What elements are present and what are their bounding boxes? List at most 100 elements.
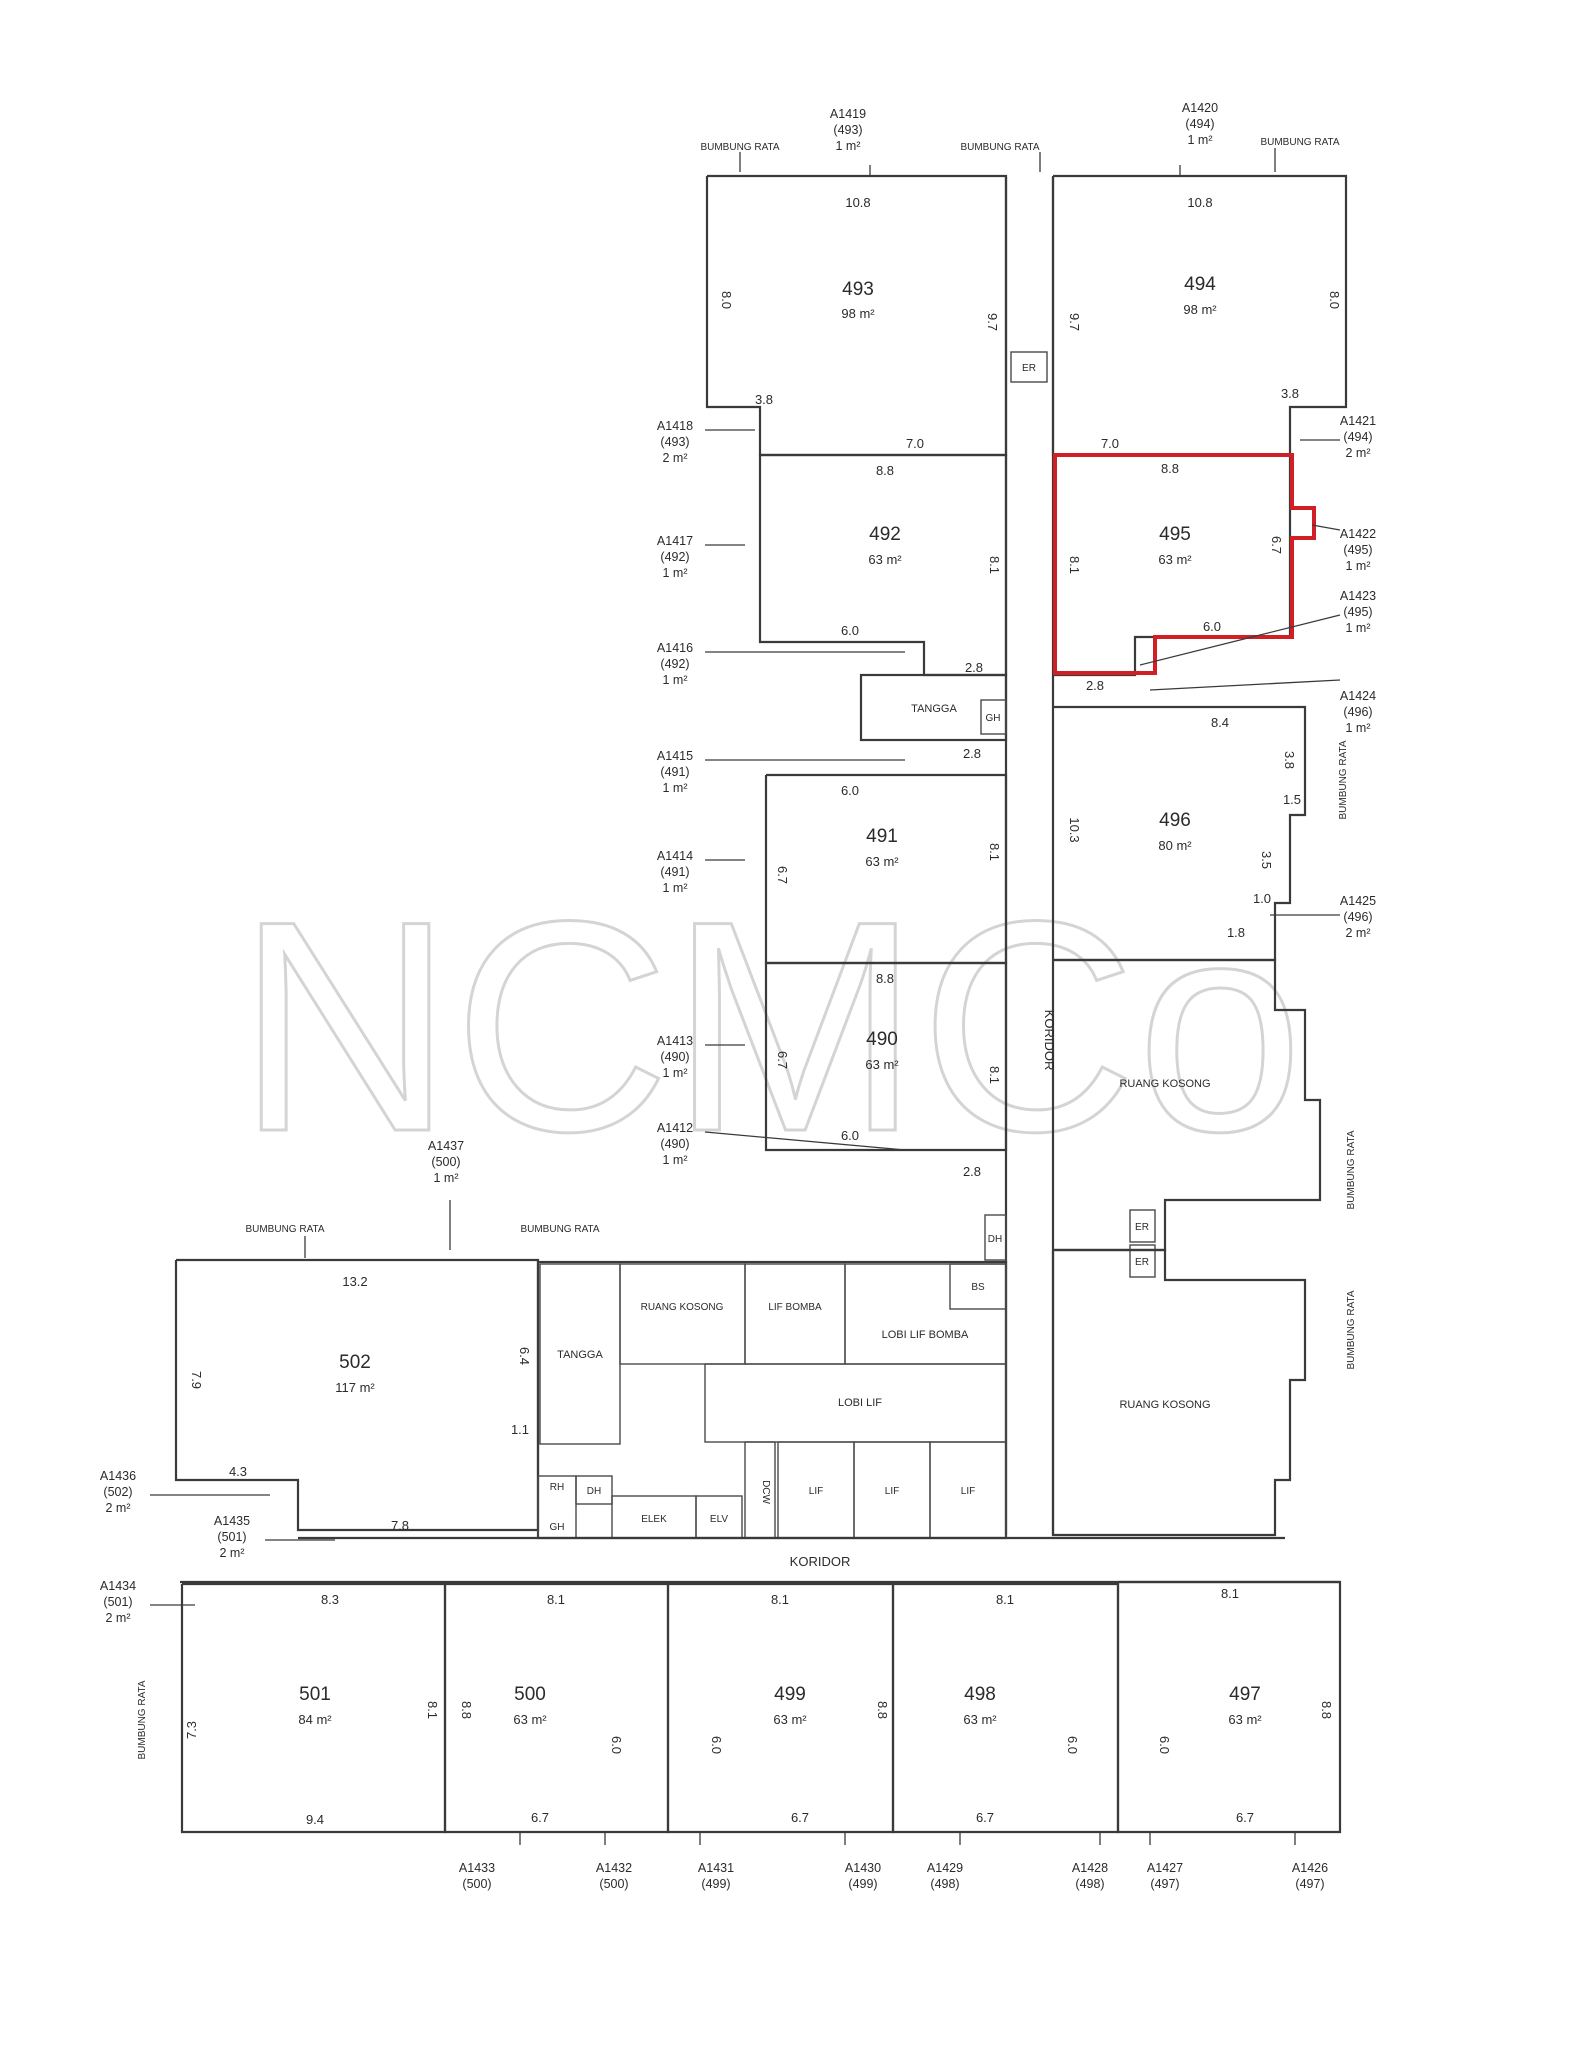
room-label: DH	[587, 1486, 601, 1497]
flat-roof-label: BUMBUNG RATA	[700, 142, 779, 153]
accessory-callout-a1431[interactable]: A1431(499)	[698, 1832, 734, 1891]
dim-label: 7.0	[1101, 436, 1119, 451]
unit-area: 84 m²	[298, 1712, 332, 1727]
accessory-callout-a1413[interactable]: A1413 (490) 1 m²	[657, 1034, 745, 1080]
accessory-callout-a1430[interactable]: A1430(499)	[844, 1832, 881, 1891]
accessory-callout-a1420[interactable]: A1420(494)1 m²	[1179, 101, 1218, 176]
unit-496[interactable]: 496 80 m² 8.4 10.3 3.8 1.5 3.5 1.0 1.8	[1053, 705, 1307, 962]
flat-roof-label: BUMBUNG RATA	[1346, 1290, 1357, 1369]
accessory-callout-a1433[interactable]: A1433(500)	[459, 1832, 521, 1891]
dim-label: 8.0	[719, 291, 734, 309]
accessory-callout-a1415[interactable]: A1415(491)1 m²	[657, 749, 905, 795]
callout-unit: (494)	[1343, 430, 1372, 444]
accessory-callout-a1423[interactable]: A1423(495)1 m²	[1139, 589, 1376, 666]
callout-unit: (500)	[462, 1877, 491, 1891]
unit-490[interactable]: 490 63 m² 8.8 8.1 6.7 6.0 2.8	[764, 961, 1008, 1179]
flat-roof-label: BUMBUNG RATA	[520, 1224, 599, 1235]
unit-493[interactable]: 493 98 m² 10.8 8.0 9.7 3.8	[705, 174, 1008, 457]
dim-label: 8.8	[1161, 461, 1179, 476]
dim-label: 6.0	[841, 1128, 859, 1143]
dim-label: 6.0	[709, 1736, 724, 1754]
accessory-callout-a1414[interactable]: A1414(491)1 m²	[657, 849, 745, 895]
dim-label: 6.7	[1236, 1810, 1254, 1825]
dim-label: 6.4	[517, 1347, 532, 1365]
unit-492[interactable]: 492 63 m² 7.0 8.8 8.1 6.0 2.8	[758, 436, 1008, 677]
flat-roof-label: BUMBUNG RATA	[137, 1680, 148, 1759]
accessory-callout-a1427[interactable]: A1427(497)	[1147, 1832, 1183, 1891]
callout-code: A1423	[1340, 589, 1376, 603]
dim-label: 9.7	[1067, 313, 1082, 331]
unit-number: 494	[1184, 274, 1216, 295]
accessory-callout-a1434[interactable]: A1434(501)2 m²	[100, 1579, 195, 1625]
room-label: RH	[550, 1482, 564, 1493]
unit-area: 117 m²	[335, 1380, 375, 1395]
accessory-callout-a1432[interactable]: A1432(500)	[596, 1832, 632, 1891]
accessory-callout-a1421[interactable]: A1421(494)2 m²	[1300, 414, 1376, 460]
accessory-callout-a1419[interactable]: A1419(493)1 m²	[830, 107, 871, 176]
callout-unit: (494)	[1185, 117, 1214, 131]
callout-code: A1413	[657, 1034, 693, 1048]
unit-number: 501	[299, 1684, 331, 1705]
accessory-callout-a1436[interactable]: A1436(502)2 m²	[100, 1469, 270, 1515]
callout-area: 1 m²	[1188, 133, 1213, 147]
accessory-callout-a1429[interactable]: A1429(498)	[927, 1832, 963, 1891]
room-label: ELV	[710, 1514, 728, 1525]
room-label: LOBI LIF BOMBA	[882, 1329, 969, 1341]
unit-498[interactable]: 498 63 m² 8.1 6.0 6.7	[891, 1582, 1120, 1834]
accessory-callout-a1418[interactable]: A1418(493)2 m²	[657, 419, 755, 465]
accessory-callout-a1435[interactable]: A1435(501)2 m²	[214, 1514, 335, 1560]
room-label: BS	[971, 1282, 985, 1293]
room-label: ER	[1135, 1222, 1149, 1233]
room-label: LIF	[961, 1486, 975, 1497]
watermark: NCMCo	[237, 858, 1304, 1194]
callout-area: 2 m²	[1346, 926, 1371, 940]
accessory-callout-a1422[interactable]: A1422(495)1 m²	[1311, 524, 1376, 573]
flat-roof-label: BUMBUNG RATA	[960, 142, 1039, 153]
callout-unit: (499)	[848, 1877, 877, 1891]
dim-label: 7.9	[189, 1371, 204, 1389]
unit-495[interactable]: 495 63 m² 7.0 8.8 8.1 6.7 6.0 2.8	[1053, 436, 1316, 693]
dim-label: 8.1	[987, 1066, 1002, 1084]
callout-unit: (497)	[1295, 1877, 1324, 1891]
accessory-callout-a1424[interactable]: A1424(496)1 m²	[1149, 679, 1376, 735]
unit-494[interactable]: 494 98 m² 10.8 9.7 8.0 3.8	[1051, 174, 1348, 457]
callout-area: 1 m²	[663, 1066, 688, 1080]
callout-unit: (496)	[1343, 910, 1372, 924]
callout-unit: (500)	[599, 1877, 628, 1891]
accessory-callout-a1412[interactable]: A1412(490)1 m²	[657, 1121, 906, 1167]
accessory-callout-a1428[interactable]: A1428(498)	[1072, 1832, 1108, 1891]
callout-unit: (490)	[660, 1050, 689, 1064]
dim-label: 8.1	[996, 1592, 1014, 1607]
unit-499[interactable]: 499 63 m² 8.1 6.0 8.8 6.7	[666, 1582, 895, 1834]
unit-500[interactable]: 500 63 m² 8.1 8.8 6.0 6.7	[443, 1582, 670, 1834]
dim-label: 7.3	[184, 1721, 199, 1739]
callout-code: A1416	[657, 641, 693, 655]
unit-502[interactable]: 502 117 m² 13.2 7.9 6.4 4.3 1.1	[174, 1258, 540, 1532]
dim-label: 6.7	[775, 866, 790, 884]
accessory-callout-a1425[interactable]: A1425(496)2 m²	[1270, 894, 1376, 940]
callout-unit: (491)	[660, 865, 689, 879]
unit-number: 492	[869, 524, 901, 545]
flat-roof-label: BUMBUNG RATA	[1346, 1130, 1357, 1209]
dim-label: 4.3	[229, 1464, 247, 1479]
accessory-callout-a1426[interactable]: A1426(497)	[1292, 1832, 1328, 1891]
room-label: RUANG KOSONG	[641, 1302, 724, 1313]
selected-unit-outline	[1053, 453, 1316, 675]
unit-area: 63 m²	[865, 1057, 899, 1072]
room-label: LIF BOMBA	[768, 1302, 822, 1313]
accessory-callout-a1416[interactable]: A1416(492)1 m²	[657, 641, 905, 687]
callout-unit: (492)	[660, 550, 689, 564]
accessory-callout-a1437[interactable]: A1437(500)1 m²	[428, 1139, 464, 1250]
room-label: LIF	[809, 1486, 823, 1497]
callout-area: 1 m²	[434, 1171, 459, 1185]
flat-roof-label: BUMBUNG RATA	[1260, 137, 1339, 148]
unit-area: 63 m²	[963, 1712, 997, 1727]
unit-501[interactable]: 501 84 m² 8.3 7.3 9.4 8.1	[180, 1582, 447, 1834]
room-label: TANGGA	[911, 703, 957, 715]
unit-497[interactable]: 497 63 m² 8.1 6.0 8.8 6.7	[1116, 1580, 1342, 1834]
accessory-callout-a1417[interactable]: A1417(492)1 m²	[657, 534, 745, 580]
dim-label: 3.8	[1282, 751, 1297, 769]
callout-area: 2 m²	[663, 451, 688, 465]
koridor-horizontal-label: KORIDOR	[790, 1554, 851, 1569]
